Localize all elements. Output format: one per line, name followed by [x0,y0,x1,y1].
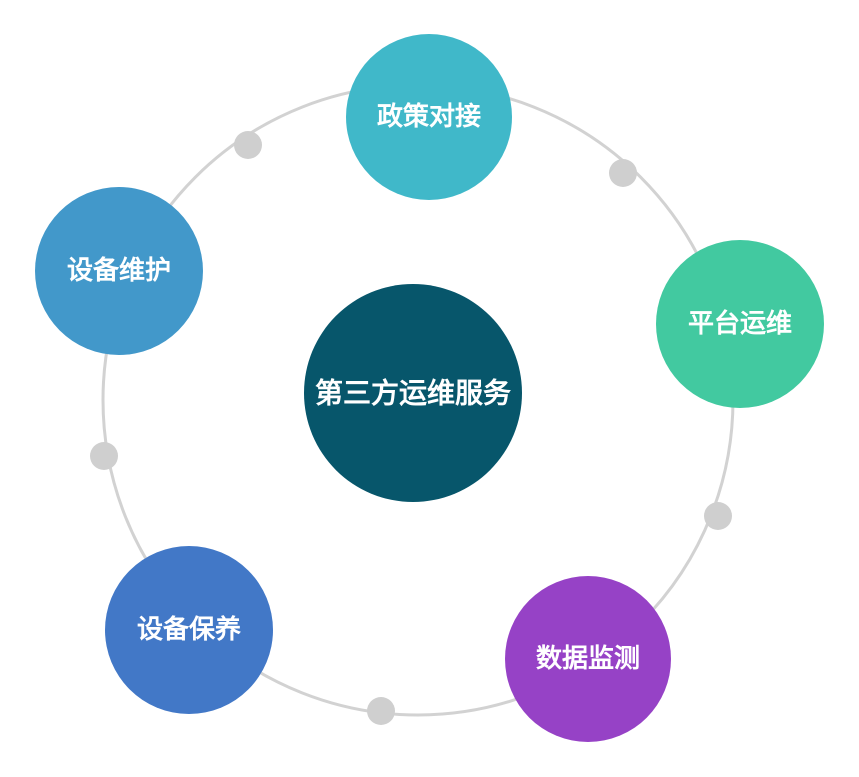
node-policy-docking: 政策对接 [346,34,512,200]
connector-dot [704,502,732,530]
center-circle [304,284,522,502]
node-circle [105,546,273,714]
connector-dot [234,131,262,159]
node-data-monitoring: 数据监测 [505,576,671,742]
node-label: 设备维护 [67,255,171,286]
connector-dot [90,442,118,470]
node-label: 政策对接 [377,101,481,132]
center-node: 第三方运维服务 [304,284,522,502]
connector-dot [367,697,395,725]
node-equipment-upkeep: 设备保养 [105,546,273,714]
node-label: 设备保养 [137,614,241,645]
node-circle [656,240,824,408]
center-label: 第三方运维服务 [315,377,511,410]
node-circle [35,187,203,355]
node-equipment-repair: 设备维护 [35,187,203,355]
connector-dot [609,159,637,187]
node-circle [505,576,671,742]
node-platform-ops: 平台运维 [656,240,824,408]
node-circle [346,34,512,200]
node-label: 平台运维 [688,308,792,339]
node-label: 数据监测 [536,644,640,674]
